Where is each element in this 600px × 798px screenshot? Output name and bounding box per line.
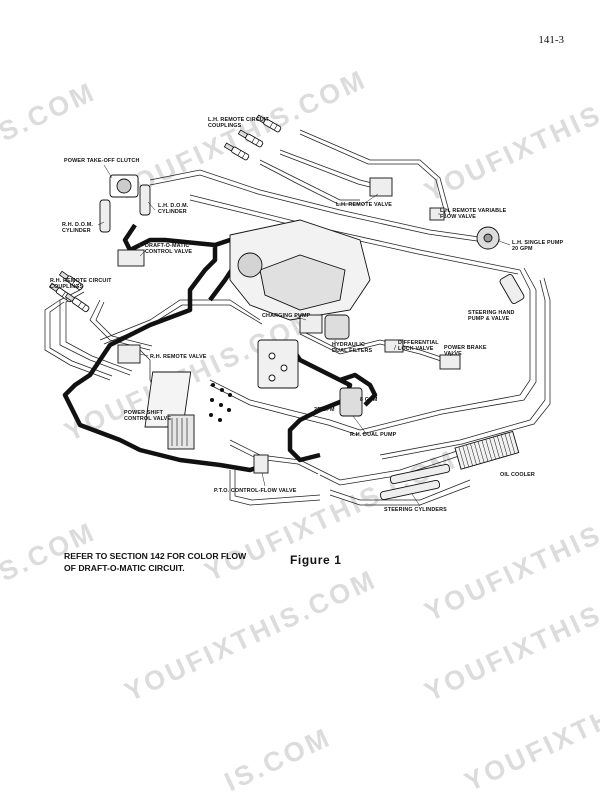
label-lh-dom-cylinder: L.H. D.O.M. CYLINDER bbox=[158, 203, 189, 215]
lh-flow-valve bbox=[429, 207, 445, 221]
diff-lock-valve bbox=[384, 339, 404, 353]
label-20-gpm: 20 GPM bbox=[314, 407, 335, 413]
label-rh-remote-valve: R.H. REMOTE VALVE bbox=[150, 354, 207, 360]
oil-cooler bbox=[454, 430, 520, 470]
lh-dom-cylinder bbox=[139, 184, 151, 216]
rh-remote-valve bbox=[117, 344, 141, 364]
label-lh-remote-variable-flow-valve: L.H. REMOTE VARIABLE FLOW VALVE bbox=[440, 208, 507, 220]
lh-coupler bbox=[237, 128, 264, 149]
caption-line-2: OF DRAFT-O-MATIC CIRCUIT. bbox=[64, 563, 185, 573]
label-hydraulic-dual-filters: HYDRAULIC DUAL FILTERS bbox=[332, 342, 373, 354]
steering-hand-pump bbox=[499, 274, 525, 304]
rh-dom-cylinder bbox=[99, 199, 111, 233]
leader-lines bbox=[97, 164, 511, 507]
label-pto-control-flow-valve: P.T.O. CONTROL-FLOW VALVE bbox=[214, 488, 297, 494]
pto-control-valve bbox=[253, 454, 269, 474]
label-rh-dom-cylinder: R.H. D.O.M. CYLINDER bbox=[62, 222, 93, 234]
label-charging-pump: CHARGING PUMP bbox=[262, 313, 311, 319]
label-oil-cooler: OIL COOLER bbox=[500, 472, 535, 478]
label-power-brake-valve: POWER BRAKE VALVE bbox=[444, 345, 487, 357]
power-shift-filter bbox=[167, 414, 195, 450]
valve-block bbox=[257, 339, 299, 389]
components bbox=[48, 113, 525, 501]
label-steering-cylinders: STEERING CYLINDERS bbox=[384, 507, 447, 513]
label-rh-remote-circuit-couplings: R.H. REMOTE CIRCUIT COUPLINGS bbox=[50, 278, 112, 290]
draft-control-valve bbox=[117, 249, 145, 267]
label-power-shift-control-valve: POWER SHIFT CONTROL VALVE bbox=[124, 410, 172, 422]
label-draft-o-matic-control-valve: DRAFT-O-MATIC CONTROL VALVE bbox=[145, 243, 193, 255]
rh-dual-pump bbox=[339, 387, 363, 417]
lh-coupler bbox=[223, 141, 250, 162]
label-lh-single-pump: L.H. SINGLE PUMP 20 GPM bbox=[512, 240, 564, 252]
caption-line-1: REFER TO SECTION 142 FOR COLOR FLOW bbox=[64, 551, 247, 561]
figure-title: Figure 1 bbox=[290, 553, 342, 567]
label-rh-dual-pump: R.H. DUAL PUMP bbox=[350, 432, 397, 438]
hydraulic-circuit-diagram bbox=[44, 113, 551, 507]
page-number: 141-3 bbox=[538, 34, 564, 46]
dual-filters bbox=[324, 314, 350, 340]
lh-remote-valve bbox=[369, 177, 393, 197]
label-steering-hand-pump: STEERING HAND PUMP & VALVE bbox=[468, 310, 515, 322]
steering-cylinder bbox=[389, 463, 451, 485]
label-lh-remote-circuit-couplings: L.H. REMOTE CIRCUIT COUPLINGS bbox=[208, 117, 269, 129]
label-8-gpm: 8 GPM bbox=[360, 397, 378, 403]
charging-pump bbox=[299, 314, 323, 334]
power-brake-valve bbox=[439, 354, 461, 370]
figure-caption: REFER TO SECTION 142 FOR COLOR FLOW OF D… bbox=[64, 550, 246, 574]
steering-cylinder bbox=[379, 479, 441, 501]
label-power-take-off-clutch: POWER TAKE-OFF CLUTCH bbox=[64, 158, 140, 164]
power-shift-valve bbox=[144, 371, 192, 428]
label-differential-lock-valve: DIFFERENTIAL LOCK VALVE bbox=[398, 340, 439, 352]
label-lh-remote-valve: L.H. REMOTE VALVE bbox=[336, 202, 392, 208]
